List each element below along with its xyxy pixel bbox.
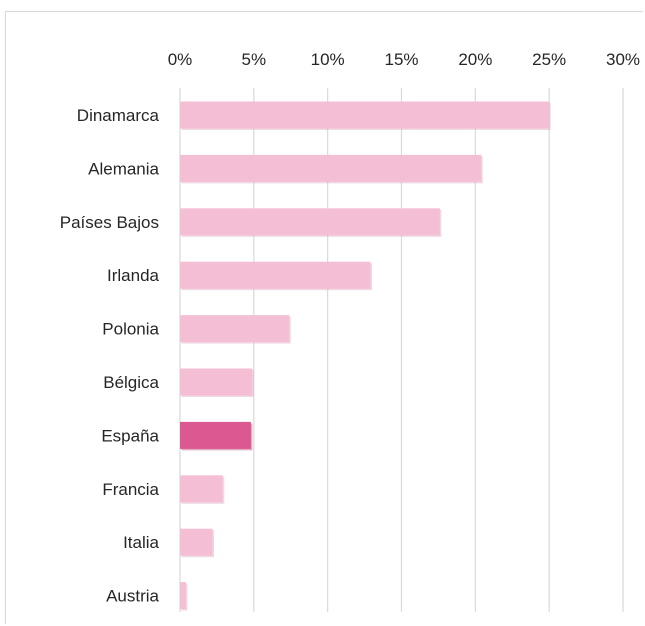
x-tick-label: 5% — [242, 50, 267, 69]
x-axis-ticks: 0% 5% 10% 15% 20% 25% 30% — [168, 50, 640, 69]
category-label: Austria — [106, 587, 159, 606]
x-tick-label: 20% — [458, 50, 492, 69]
category-label: Bélgica — [103, 373, 159, 392]
bar-espa-a — [180, 421, 251, 449]
category-label: Países Bajos — [60, 213, 159, 232]
bars — [180, 101, 551, 611]
bar-dinamarca — [180, 101, 550, 129]
bar-austria — [180, 582, 186, 610]
x-tick-label: 25% — [532, 50, 566, 69]
category-label: España — [101, 426, 159, 445]
x-tick-label: 15% — [384, 50, 418, 69]
category-label: Francia — [102, 480, 159, 499]
x-tick-label: 30% — [606, 50, 640, 69]
bar-italia — [180, 528, 213, 556]
category-label: Irlanda — [107, 266, 160, 285]
chart-frame — [5, 11, 643, 624]
category-label: Polonia — [102, 320, 159, 339]
x-tick-label: 0% — [168, 50, 193, 69]
category-label: Dinamarca — [77, 106, 160, 125]
gridlines — [179, 88, 624, 612]
bar-francia — [180, 475, 223, 503]
bar-b-lgica — [180, 368, 253, 396]
bar-alemania — [180, 154, 482, 182]
bar-irlanda — [180, 261, 371, 289]
category-label: Italia — [123, 533, 159, 552]
x-tick-label: 10% — [311, 50, 345, 69]
bar-pa-ses-bajos — [180, 208, 440, 236]
bar-polonia — [180, 315, 290, 343]
category-label: Alemania — [88, 159, 159, 178]
